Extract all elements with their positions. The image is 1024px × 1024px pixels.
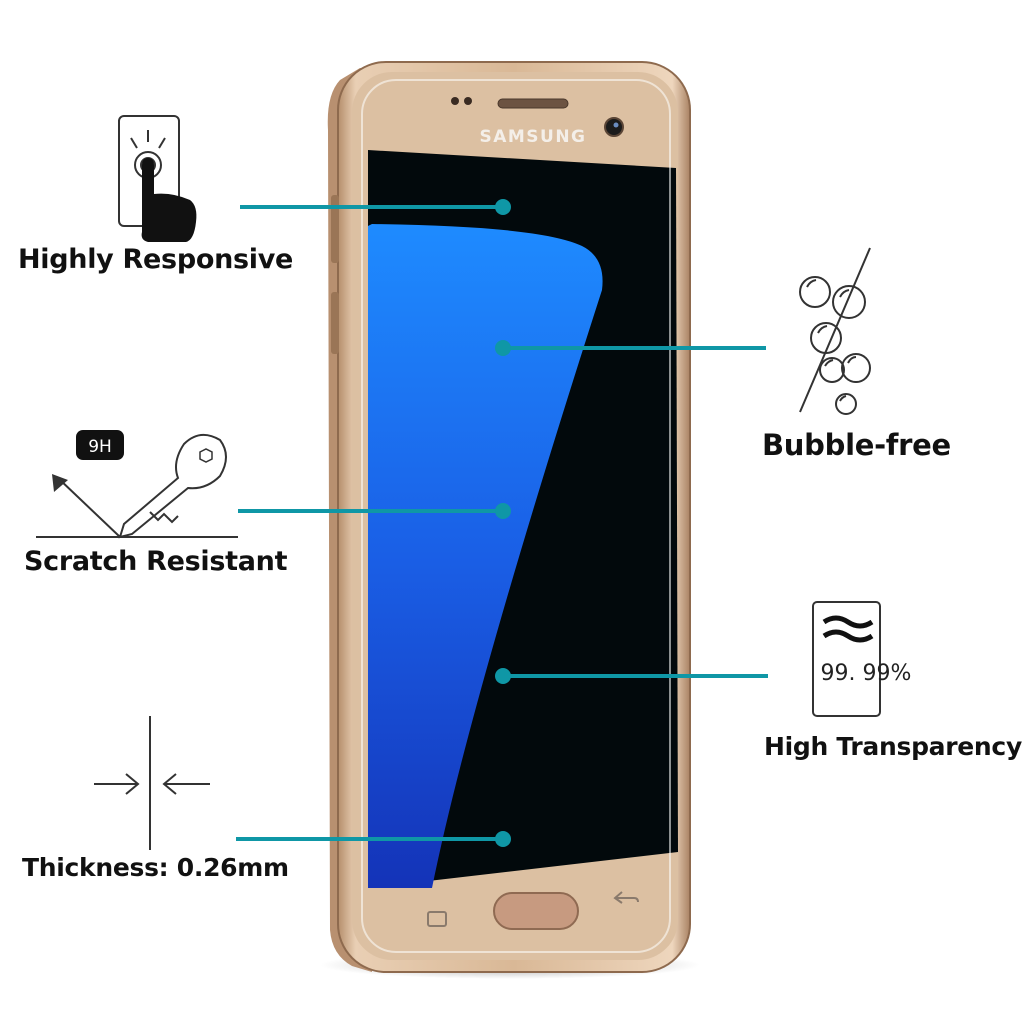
key-scratch-icon: 9H bbox=[36, 430, 238, 539]
feature-label-responsive: Highly Responsive bbox=[18, 244, 294, 275]
feature-label-bubble: Bubble-free bbox=[762, 428, 951, 462]
brand-logo: SAMSUNG bbox=[479, 127, 586, 147]
sensor-icon bbox=[464, 97, 472, 105]
feature-label-scratch: Scratch Resistant bbox=[24, 546, 288, 577]
feature-label-transparency: High Transparency bbox=[764, 732, 1022, 761]
sensor-icon bbox=[451, 97, 459, 105]
callout-dot-scratch bbox=[495, 503, 511, 519]
thickness-arrows-icon bbox=[94, 716, 210, 850]
power-button bbox=[331, 292, 339, 354]
callout-dot-responsive bbox=[495, 199, 511, 215]
callout-lines bbox=[236, 199, 768, 847]
transparency-value: 99. 99% bbox=[821, 661, 912, 686]
bubbles-icon bbox=[799, 247, 871, 415]
callout-dot-transparency bbox=[495, 668, 511, 684]
feature-label-thickness: Thickness: 0.26mm bbox=[22, 853, 289, 882]
volume-button bbox=[331, 195, 339, 263]
touch-finger-icon bbox=[118, 115, 197, 242]
recent-apps-icon bbox=[427, 911, 447, 927]
hardness-text: 9H bbox=[88, 437, 112, 457]
screen-protector-outline bbox=[361, 79, 671, 953]
home-button bbox=[493, 892, 579, 930]
hardness-badge bbox=[76, 430, 124, 460]
callout-dot-thickness bbox=[495, 831, 511, 847]
camera-lens-glint bbox=[613, 122, 619, 128]
earpiece-speaker bbox=[497, 98, 569, 109]
back-icon bbox=[613, 891, 639, 904]
transparency-card-icon: 99. 99% bbox=[812, 601, 912, 717]
front-camera-icon bbox=[604, 117, 624, 137]
callout-dot-bubble bbox=[495, 340, 511, 356]
phone: SAMSUNG bbox=[327, 61, 691, 973]
screen-wallpaper-blue bbox=[368, 224, 603, 888]
